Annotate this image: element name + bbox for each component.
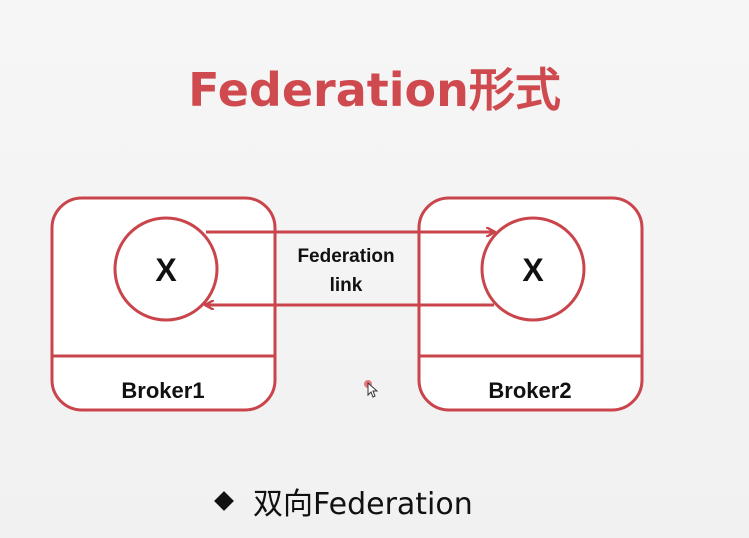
link-label-line1: Federation xyxy=(297,246,394,267)
broker2-exchange: X xyxy=(480,216,586,322)
bullet-item: 双向Federation xyxy=(213,479,473,523)
broker1-label: Broker1 xyxy=(121,378,204,403)
broker1-exchange-label: X xyxy=(155,252,177,288)
broker2-label: Broker2 xyxy=(488,378,571,403)
bullet-text: 双向Federation xyxy=(253,487,473,522)
mouse-cursor-icon xyxy=(364,380,378,398)
slide-title: Federation形式 xyxy=(188,63,561,117)
broker2-exchange-circle xyxy=(480,216,586,322)
broker1-exchange-circle xyxy=(113,216,219,322)
broker1-exchange: X xyxy=(113,216,219,322)
link-label-line2: link xyxy=(330,275,363,296)
diamond-bullet-icon xyxy=(214,491,234,511)
broker2-exchange-label: X xyxy=(522,252,544,288)
